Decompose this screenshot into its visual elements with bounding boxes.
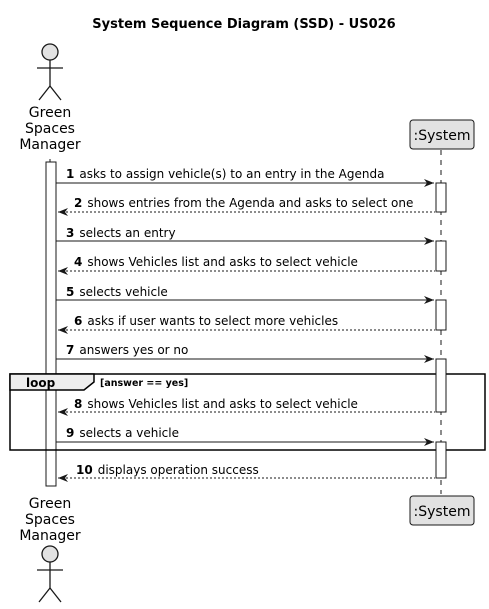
arrowhead-icon xyxy=(424,296,434,304)
arrowhead-icon xyxy=(58,474,68,482)
message-text: selects vehicle xyxy=(79,285,167,299)
message-text: asks to assign vehicle(s) to an entry in… xyxy=(79,167,384,181)
message-number: 8 xyxy=(74,397,82,411)
actor-stick-figure-icon xyxy=(37,43,63,101)
loop-frame: loop [answer == yes] xyxy=(9,373,486,451)
message-text: shows Vehicles list and asks to select v… xyxy=(87,397,358,411)
arrowhead-icon xyxy=(424,179,434,187)
system-label-top: :System xyxy=(414,128,471,144)
message-7: 7 answers yes or no xyxy=(56,343,434,363)
arrowhead-icon xyxy=(58,408,68,416)
actor-name-top-line-1: Green xyxy=(29,105,71,121)
actor-name-bottom-line-3: Manager xyxy=(19,528,81,544)
message-2: 2 shows entries from the Agenda and asks … xyxy=(58,196,435,216)
system-activation-bar-4 xyxy=(435,358,447,413)
loop-guard: [answer == yes] xyxy=(100,378,188,389)
message-number: 3 xyxy=(66,226,74,240)
message-text: shows Vehicles list and asks to select v… xyxy=(87,255,358,269)
arrowhead-icon xyxy=(424,237,434,245)
system-activation-bar-3 xyxy=(435,299,447,331)
actor-name-bottom-line-1: Green xyxy=(29,496,71,512)
message-number: 9 xyxy=(66,426,74,440)
loop-label: loop xyxy=(26,376,56,390)
message-text: displays operation success xyxy=(98,463,259,477)
message-1: 1 asks to assign vehicle(s) to an entry i… xyxy=(56,167,434,187)
system-activation-bar-5 xyxy=(435,441,447,479)
system-activation-bar-1 xyxy=(435,182,447,213)
system-participant-top xyxy=(409,119,475,150)
arrowhead-icon xyxy=(424,355,434,363)
message-8: 8 shows Vehicles list and asks to select … xyxy=(58,397,435,416)
actor-name-top-line-3: Manager xyxy=(19,137,81,153)
actor-stick-figure-bottom-icon xyxy=(37,545,63,603)
message-number: 7 xyxy=(66,343,74,357)
message-6: 6 asks if user wants to select more vehic… xyxy=(58,314,435,334)
message-number: 6 xyxy=(74,314,82,328)
message-number: 1 xyxy=(66,167,74,181)
actor-activation-bar xyxy=(45,161,57,487)
arrowhead-icon xyxy=(58,267,68,275)
arrowhead-icon xyxy=(58,326,68,334)
message-number: 2 xyxy=(74,196,82,210)
message-text: asks if user wants to select more vehicl… xyxy=(87,314,338,328)
actor-name-bottom-line-2: Spaces xyxy=(25,512,75,528)
message-number: 5 xyxy=(66,285,74,299)
message-10: 10 displays operation success xyxy=(58,463,435,482)
message-number: 4 xyxy=(74,255,82,269)
arrowhead-icon xyxy=(58,208,68,216)
system-participant-bottom xyxy=(409,495,475,526)
message-3: 3 selects an entry xyxy=(56,226,434,245)
message-5: 5 selects vehicle xyxy=(56,285,434,304)
diagram-title: System Sequence Diagram (SSD) - US026 xyxy=(92,17,395,32)
message-text: answers yes or no xyxy=(79,343,188,357)
arrowhead-icon xyxy=(424,438,434,446)
message-text: shows entries from the Agenda and asks t… xyxy=(87,196,413,210)
message-text: selects a vehicle xyxy=(79,426,179,440)
message-text: selects an entry xyxy=(79,226,175,240)
message-number: 10 xyxy=(76,463,93,477)
message-4: 4 shows Vehicles list and asks to select … xyxy=(58,255,435,275)
system-label-bottom: :System xyxy=(414,504,471,520)
system-activation-bar-2 xyxy=(435,240,447,272)
actor-name-top-line-2: Spaces xyxy=(25,121,75,137)
message-9: 9 selects a vehicle xyxy=(56,426,434,446)
